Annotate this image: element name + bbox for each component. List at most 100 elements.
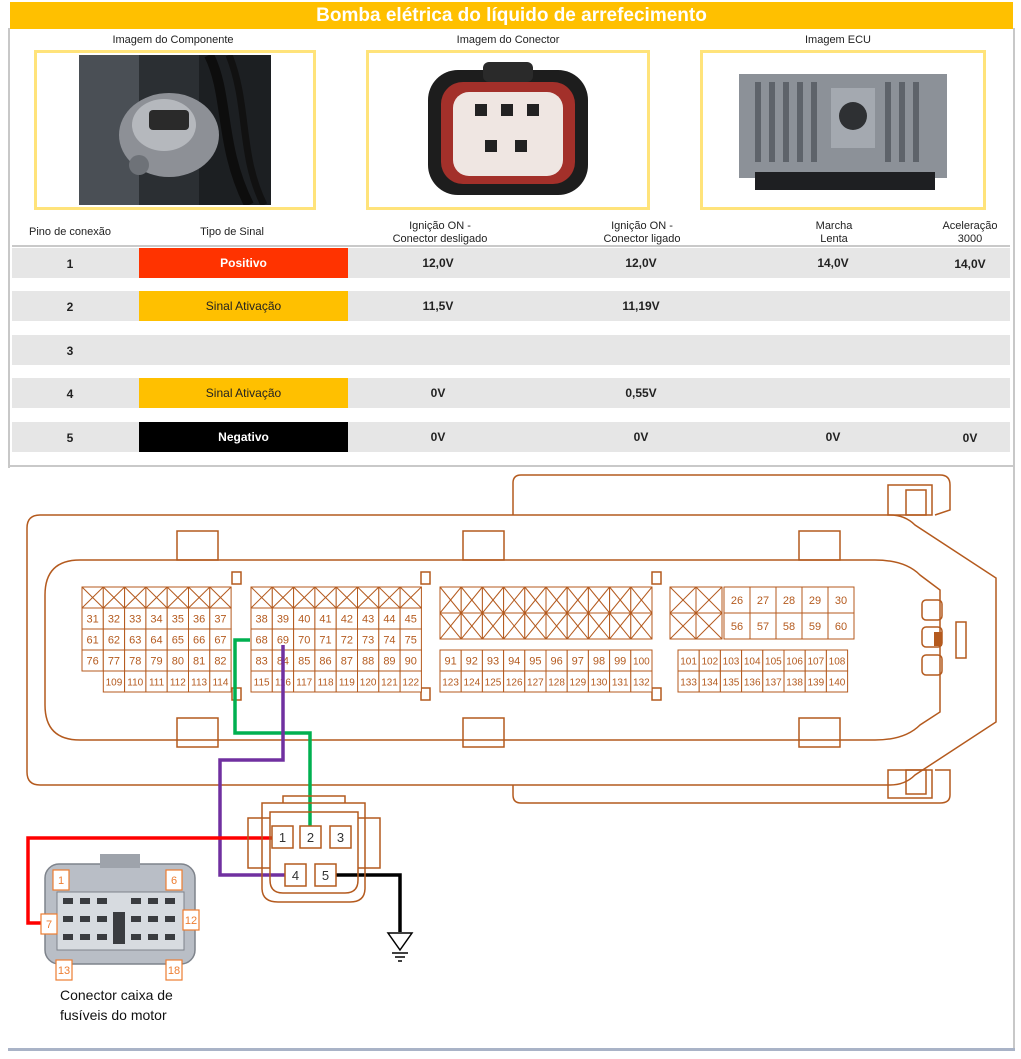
ecu-pin-label: 92 — [466, 656, 478, 668]
fuse-pin-7 — [40, 913, 58, 935]
ecu-pin-cross — [81, 586, 104, 609]
component-image — [79, 55, 271, 205]
frame-border-left — [8, 28, 10, 468]
ecu-pin-cross — [293, 586, 316, 609]
ecu-pin-label: 44 — [383, 614, 395, 626]
frame-border-bottom — [8, 1048, 1015, 1051]
fuse-pin-18 — [165, 959, 183, 981]
ecu-pin-label: 122 — [402, 678, 419, 689]
row-signal: Sinal Ativação — [139, 378, 348, 408]
ecu-pin-cross — [188, 586, 211, 609]
fuse-pin-12 — [182, 909, 200, 931]
ecu-pin-label: 114 — [212, 678, 228, 689]
ecu-pin-cross — [669, 612, 697, 640]
fuse-pin-label: 13 — [58, 965, 70, 977]
row-signal — [139, 335, 348, 365]
ecu-pin-label: 75 — [405, 635, 417, 647]
header-divider — [12, 245, 1010, 247]
row-ign-on: 11,19V — [622, 299, 660, 313]
ecu-pin-cross — [166, 586, 189, 609]
ecu-pin-label: 118 — [318, 678, 334, 689]
ecu-pin-label: 73 — [362, 635, 374, 647]
ecu-pin-label: 126 — [506, 678, 523, 689]
ecu-pin-label: 109 — [106, 678, 123, 689]
ecu-pin-cross — [588, 612, 610, 640]
ecu-pin-label: 106 — [786, 657, 803, 668]
ecu-pin-label: 72 — [341, 635, 353, 647]
ecu-pin-label: 28 — [783, 595, 795, 607]
ecu-pin-label: 31 — [87, 614, 99, 626]
wire-purple — [218, 645, 290, 877]
ecu-pin-label: 110 — [127, 678, 143, 689]
ecu-pin-label: 117 — [296, 678, 312, 689]
ecu-pin-label: 98 — [593, 656, 605, 668]
ecu-pin-label: 79 — [150, 656, 162, 668]
component-image-frame — [34, 50, 316, 210]
fuse-pin-label: 7 — [46, 919, 52, 931]
ecu-pin-cross — [566, 612, 589, 640]
row-accel: 0V — [962, 431, 978, 445]
ecu-pin-cross — [335, 586, 358, 609]
ecu-pin-cross — [482, 586, 504, 614]
ecu-pin-label: 86 — [319, 656, 331, 668]
row-ign-on: 0,55V — [625, 386, 657, 400]
ecu-pin-label: 70 — [298, 635, 310, 647]
ecu-pin-cross — [271, 586, 294, 609]
ecu-pin-label: 80 — [172, 656, 184, 668]
header-idle-line2: Lenta — [820, 233, 848, 245]
ecu-pin-label: 133 — [680, 678, 697, 689]
ecu-pin-label: 65 — [172, 635, 184, 647]
ecu-pin-cross — [695, 612, 723, 640]
ecu-pin-label: 132 — [633, 678, 650, 689]
ecu-pin-label: 103 — [723, 657, 740, 668]
pump-pin-label: 1 — [279, 830, 286, 845]
row-ign-off: 0V — [430, 386, 446, 400]
ecu-pin-cross — [566, 586, 589, 614]
wires — [26, 638, 402, 932]
ecu-pin-label: 89 — [383, 656, 395, 668]
ecu-pin-label: 77 — [108, 656, 120, 668]
ecu-pin-58 — [775, 612, 803, 640]
header-pin: Pino de conexão — [29, 226, 111, 238]
row-idle: 14,0V — [817, 256, 849, 270]
row-pin: 1 — [66, 257, 74, 271]
row-ign-off: 0V — [430, 430, 446, 444]
ecu-pin-cross — [669, 586, 697, 614]
fuse-pin-1 — [52, 869, 70, 891]
pump-pin-label: 4 — [292, 868, 299, 883]
ecu-pin-label: 127 — [527, 678, 544, 689]
ecu-pin-cross — [357, 586, 380, 609]
ecu-pin-114 — [209, 670, 232, 693]
ecu-pin-57 — [749, 612, 777, 640]
row-accel: 14,0V — [954, 257, 986, 271]
header-accel-line2: 3000 — [957, 233, 983, 245]
header-ign-off-line1: Ignição ON - — [409, 220, 471, 232]
ecu-pin-label: 135 — [723, 678, 740, 689]
ecu-pin-label: 128 — [548, 678, 565, 689]
ecu-pin-label: 59 — [809, 621, 821, 633]
ecu-pin-label: 74 — [383, 635, 395, 647]
ecu-pin-cross — [630, 612, 653, 640]
header-signal: Tipo de Sinal — [200, 226, 264, 238]
connector-image-frame — [366, 50, 650, 210]
row-signal: Negativo — [139, 422, 348, 452]
ecu-pin-label: 120 — [360, 678, 377, 689]
ecu-pin-label: 105 — [765, 657, 782, 668]
pump-pin-2 — [299, 825, 322, 849]
ecu-image-frame — [700, 50, 986, 210]
ecu-pin-label: 94 — [508, 656, 520, 668]
ecu-pin-label: 140 — [829, 678, 846, 689]
ecu-pin-56 — [723, 612, 751, 640]
ecu-pin-label: 130 — [591, 678, 608, 689]
table-row: 5 Negativo 0V 0V 0V 0V — [12, 422, 1010, 452]
header-ign-on-line1: Ignição ON - — [611, 220, 673, 232]
ecu-pin-label: 58 — [783, 621, 795, 633]
row-ign-on: 12,0V — [625, 256, 657, 270]
ecu-pin-label: 125 — [485, 678, 502, 689]
ecu-pin-label: 27 — [757, 595, 769, 607]
ecu-pin-label: 88 — [362, 656, 374, 668]
ecu-pin-cross — [524, 612, 547, 640]
